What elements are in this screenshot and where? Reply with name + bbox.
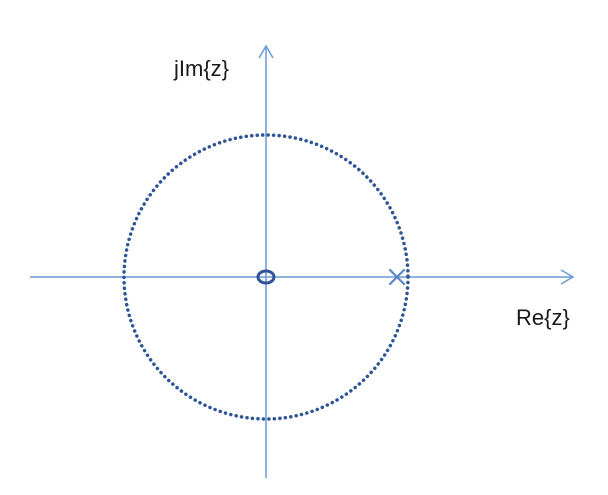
zero-marker	[256, 269, 276, 285]
imaginary-axis-label: jIm{z}	[173, 56, 229, 81]
unit-circle	[122, 133, 410, 421]
real-axis-arrow	[560, 269, 575, 285]
pole-marker	[388, 268, 406, 286]
imaginary-axis-arrow	[258, 44, 274, 59]
real-axis-label: Re{z}	[516, 305, 570, 330]
